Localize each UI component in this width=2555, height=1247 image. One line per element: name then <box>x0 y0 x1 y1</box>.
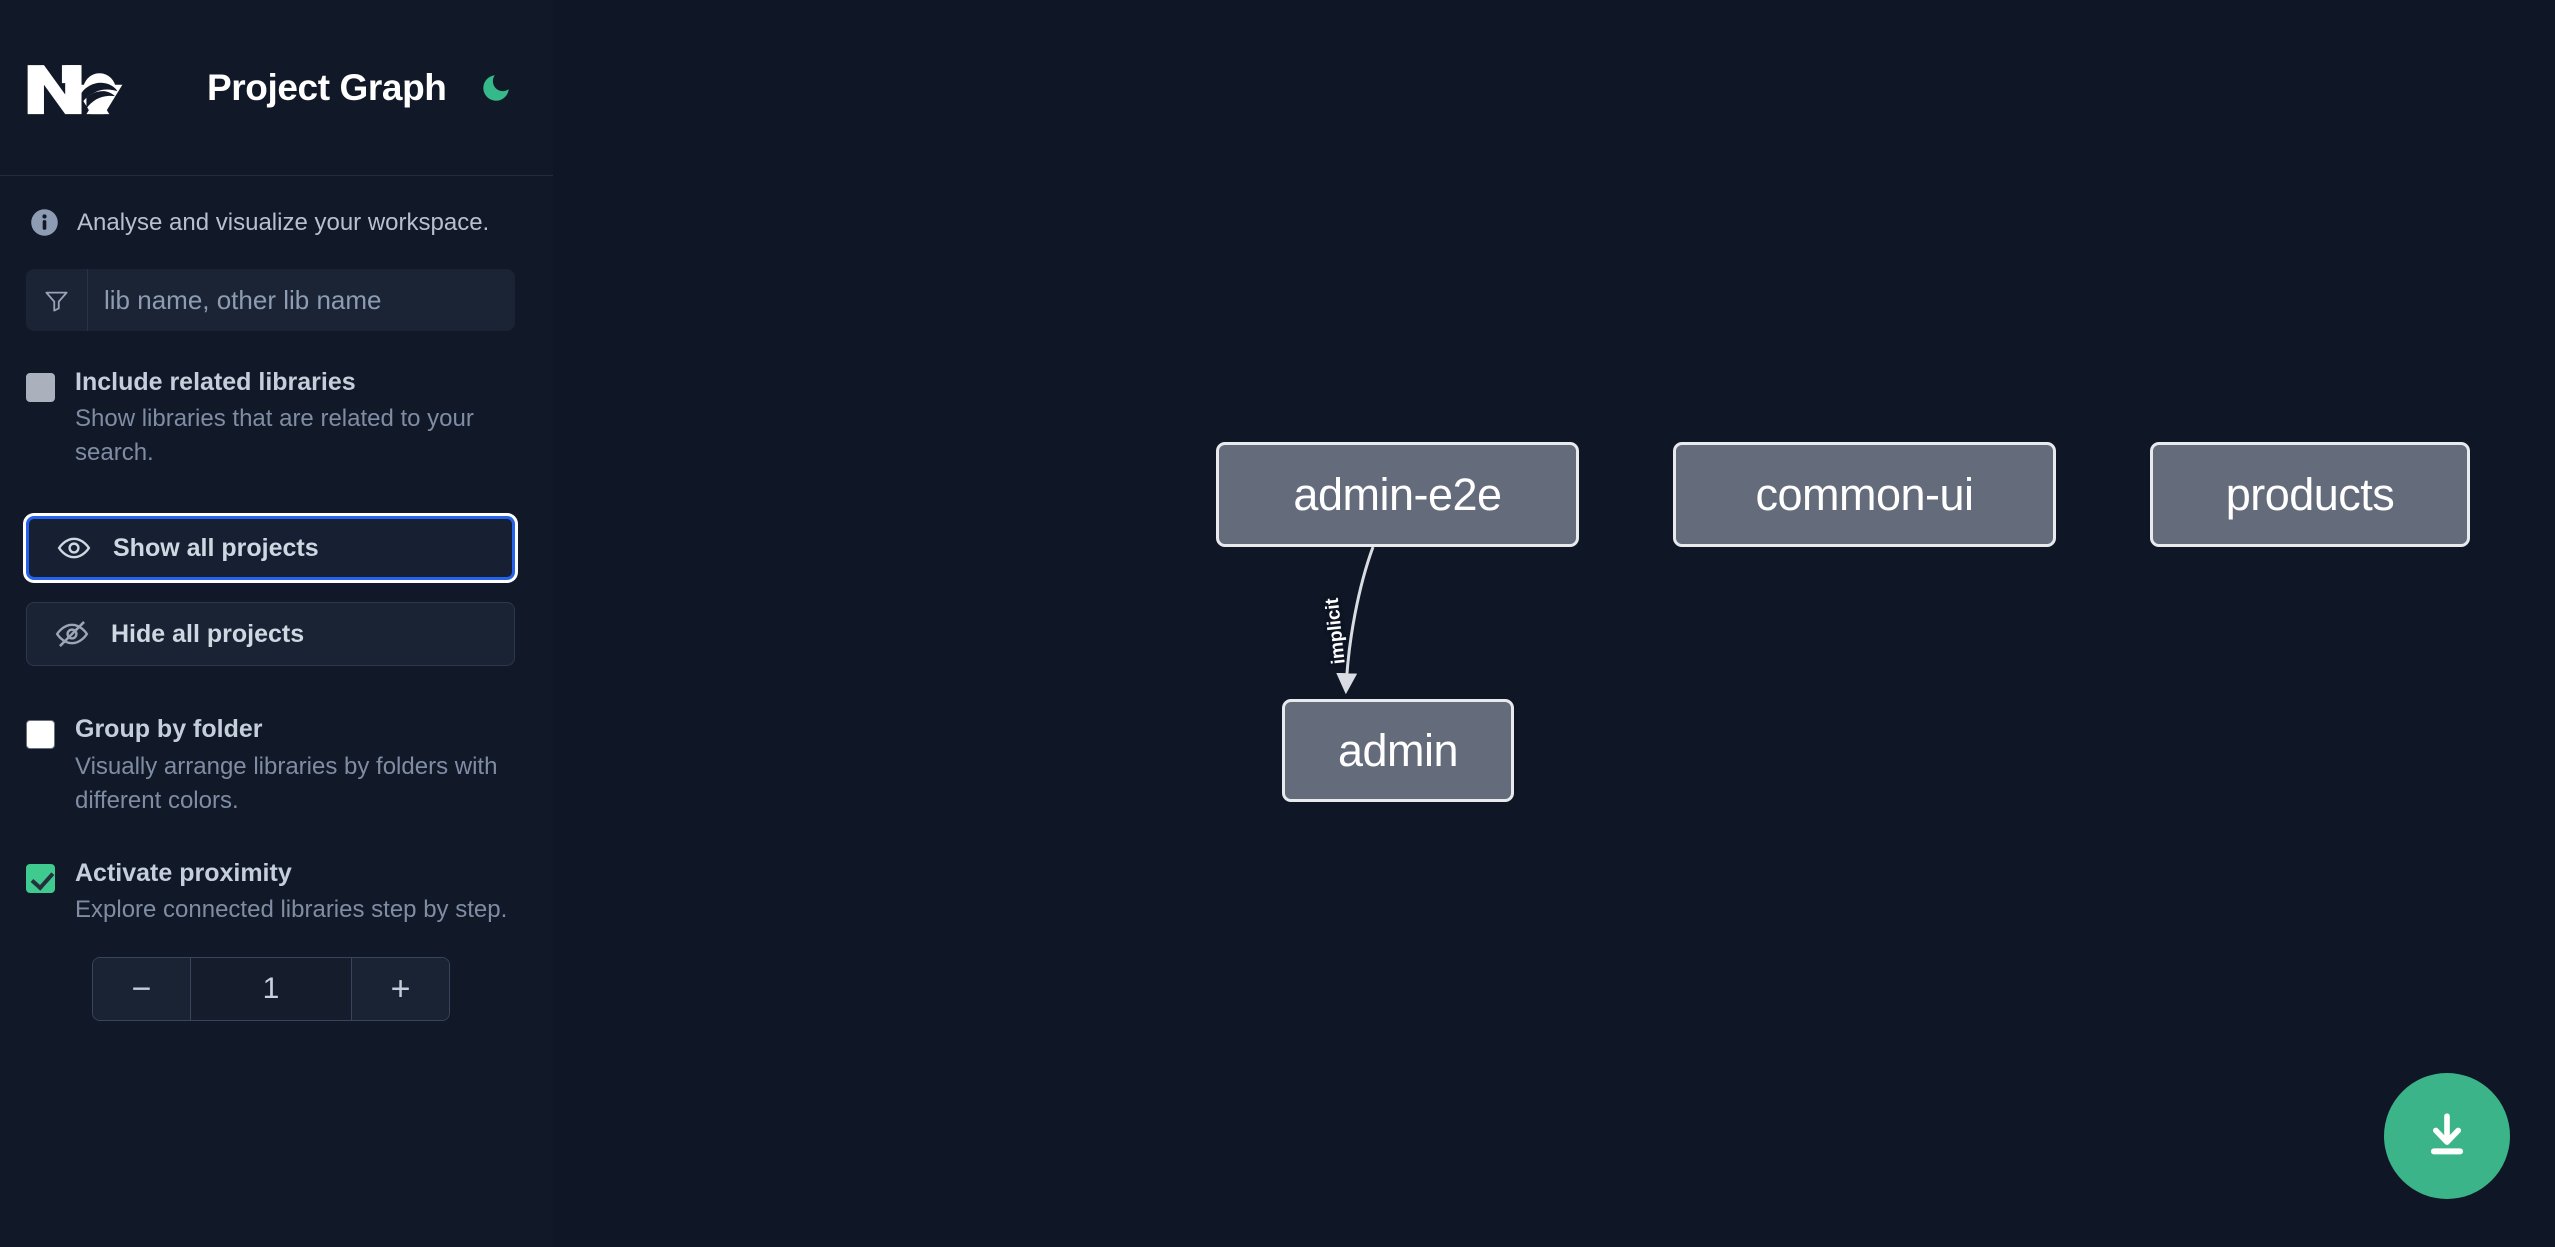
group-by-folder-label: Group by folder <box>75 715 263 744</box>
info-icon <box>30 208 59 237</box>
graph-node-admin-e2e[interactable]: admin-e2e <box>1216 442 1579 547</box>
proximity-stepper: − 1 + <box>92 957 450 1022</box>
show-all-projects-button[interactable]: Show all projects <box>26 516 515 581</box>
graph-node-admin[interactable]: admin <box>1282 699 1514 802</box>
group-by-folder-description: Visually arrange libraries by folders wi… <box>75 752 498 814</box>
page-title: Project Graph <box>207 66 447 108</box>
activate-proximity-description: Explore connected libraries step by step… <box>75 896 508 924</box>
funnel-icon <box>26 269 88 331</box>
moon-icon[interactable] <box>476 68 516 108</box>
hide-all-projects-button[interactable]: Hide all projects <box>26 602 515 667</box>
graph-node-products[interactable]: products <box>2150 442 2470 547</box>
activate-proximity-checkbox[interactable] <box>26 863 55 893</box>
activate-proximity-label: Activate proximity <box>75 858 292 887</box>
graph-node-label: admin-e2e <box>1293 468 1502 520</box>
proximity-decrement-button[interactable]: − <box>93 958 191 1021</box>
graph-edges <box>1336 546 1375 695</box>
eye-off-icon <box>55 617 89 651</box>
include-related-libraries-description: Show libraries that are related to your … <box>75 405 474 467</box>
nx-logo <box>26 60 124 116</box>
option-include-related-libraries: Include related libraries Show libraries… <box>26 367 515 470</box>
show-all-projects-label: Show all projects <box>113 533 319 562</box>
graph-node-common-ui[interactable]: common-ui <box>1673 442 2056 547</box>
workspace-info: Analyse and visualize your workspace. <box>0 176 553 267</box>
graph-node-label: common-ui <box>1755 468 1974 520</box>
graph-canvas[interactable]: admin-e2e common-ui products store-e2e a… <box>553 0 2555 1247</box>
option-group-by-folder: Group by folder Visually arrange librari… <box>26 714 515 817</box>
option-activate-proximity: Activate proximity Explore connected lib… <box>26 858 515 927</box>
include-related-libraries-label: Include related libraries <box>75 368 356 396</box>
workspace-info-text: Analyse and visualize your workspace. <box>77 208 490 236</box>
sidebar-header: Project Graph <box>0 0 553 176</box>
include-related-libraries-checkbox[interactable] <box>26 373 55 402</box>
eye-icon <box>57 531 91 565</box>
download-icon <box>2430 1113 2464 1155</box>
group-by-folder-checkbox[interactable] <box>26 720 55 750</box>
graph-node-label: products <box>2225 468 2395 520</box>
filter-box <box>26 269 515 331</box>
hide-all-projects-label: Hide all projects <box>111 619 305 648</box>
search-input[interactable] <box>88 269 515 331</box>
download-image-button[interactable] <box>2384 1073 2510 1199</box>
proximity-value[interactable]: 1 <box>191 958 351 1021</box>
proximity-increment-button[interactable]: + <box>351 958 449 1021</box>
graph-node-label: admin <box>1337 724 1459 776</box>
sidebar: Project Graph Analyse and visualize yo <box>0 0 553 1247</box>
